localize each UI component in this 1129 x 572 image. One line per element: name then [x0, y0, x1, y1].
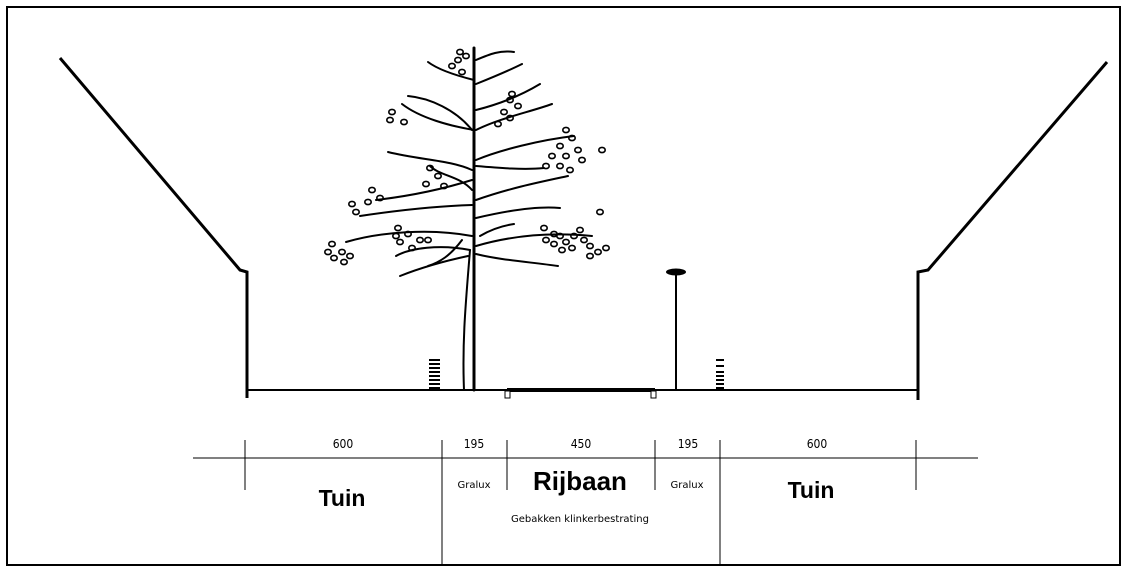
leaf — [433, 172, 442, 180]
tree-icon — [345, 46, 593, 392]
leaf — [347, 200, 356, 208]
curb-right — [650, 390, 657, 399]
leaf — [601, 244, 610, 252]
leaf — [555, 232, 564, 240]
leaf — [493, 120, 502, 128]
leaf — [597, 146, 606, 154]
leaf — [421, 180, 430, 188]
leaf — [499, 108, 508, 116]
leaf — [513, 102, 522, 110]
leaf — [575, 226, 584, 234]
dimension-value: 450 — [571, 437, 592, 451]
leaf — [375, 194, 384, 202]
leaf — [555, 142, 564, 150]
leaf — [407, 244, 416, 252]
leaf — [555, 162, 564, 170]
zone-label-gralux-right: Gralux — [670, 480, 703, 491]
leaf — [507, 90, 516, 98]
leaf — [569, 232, 578, 240]
tree-leaves — [323, 48, 610, 266]
leaf — [351, 208, 360, 216]
curb-left — [504, 390, 511, 399]
leaf — [505, 96, 514, 104]
leaf — [385, 116, 394, 124]
leaf — [453, 56, 462, 64]
dimension-value: 600 — [333, 437, 354, 451]
leaf — [327, 240, 336, 248]
right-building — [916, 61, 1109, 400]
leaf — [415, 236, 424, 244]
leaf — [579, 236, 588, 244]
leaf — [557, 246, 566, 254]
leaf — [565, 166, 574, 174]
leaf — [363, 198, 372, 206]
bollard-icon — [429, 359, 440, 389]
leaf — [339, 258, 348, 266]
leaf — [539, 224, 548, 232]
drawing-frame — [6, 6, 1121, 566]
leaf — [425, 164, 434, 172]
zone-label-tuin-right: Tuin — [788, 477, 835, 503]
leaf — [595, 208, 604, 216]
dimension-ticks — [244, 440, 917, 566]
leaf — [329, 254, 338, 262]
leaf — [395, 238, 404, 246]
leaf — [387, 108, 396, 116]
leaf — [561, 126, 570, 134]
leaf — [367, 186, 376, 194]
leaf — [585, 252, 594, 260]
left-building — [58, 57, 249, 398]
leaf — [439, 182, 448, 190]
leaf — [561, 238, 570, 246]
streetlamp-icon — [666, 268, 686, 390]
leaf — [567, 244, 576, 252]
leaf — [403, 230, 412, 238]
leaf — [399, 118, 408, 126]
leaf — [577, 156, 586, 164]
leaf — [541, 162, 550, 170]
dimension-value: 195 — [678, 437, 699, 451]
leaf — [561, 152, 570, 160]
dimension-value: 195 — [464, 437, 485, 451]
leaf — [505, 114, 514, 122]
zone-label-tuin-left: Tuin — [319, 485, 366, 511]
leaf — [593, 248, 602, 256]
leaf — [461, 52, 470, 60]
leaf — [337, 248, 346, 256]
leaf — [393, 224, 402, 232]
leaf — [547, 152, 556, 160]
bollard-icon — [716, 359, 724, 389]
leaf — [447, 62, 456, 70]
leaf — [541, 236, 550, 244]
leaf — [455, 48, 464, 56]
leaf — [457, 68, 466, 76]
leaf — [423, 236, 432, 244]
leaf — [323, 248, 332, 256]
leaf — [567, 134, 576, 142]
leaf — [549, 240, 558, 248]
leaf — [573, 146, 582, 154]
leaf — [585, 242, 594, 250]
leaf — [391, 232, 400, 240]
zone-label-rijbaan-surface: Gebakken klinkerbestrating — [511, 514, 649, 525]
dimension-value: 600 — [807, 437, 828, 451]
zone-label-rijbaan: Rijbaan — [533, 466, 627, 496]
zone-label-gralux-left: Gralux — [457, 480, 490, 491]
leaf — [345, 252, 354, 260]
